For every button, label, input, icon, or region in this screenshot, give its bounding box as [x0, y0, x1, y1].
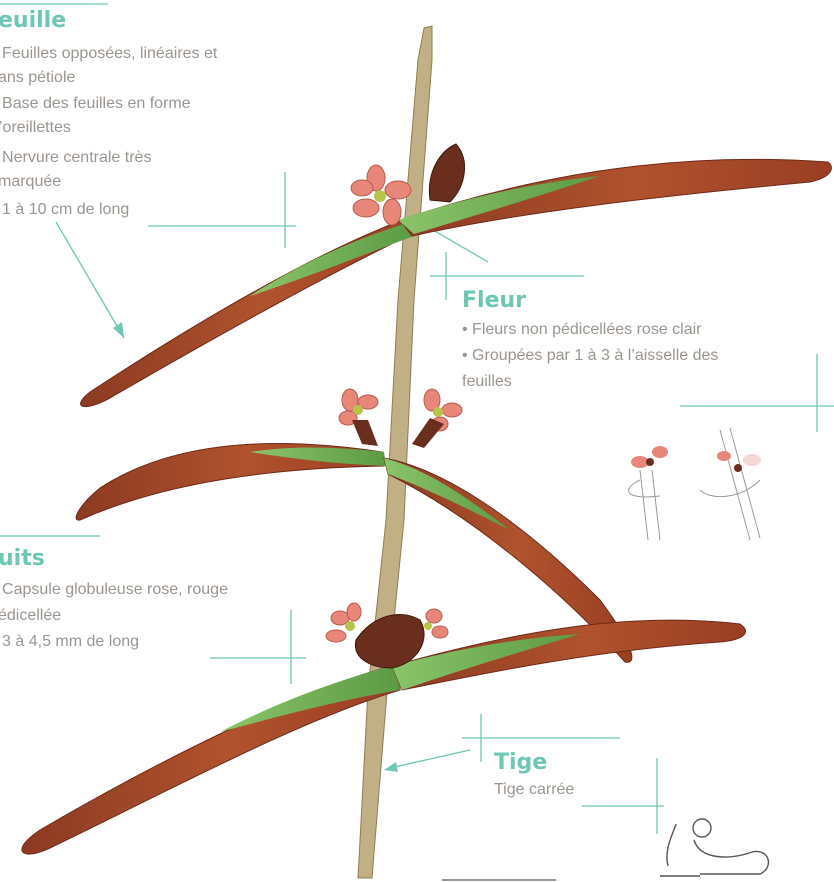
feuille-line: d’oreillettes — [0, 116, 71, 140]
logo-figure-icon — [660, 819, 768, 876]
flower-middle-left — [339, 389, 378, 446]
flower-upper — [351, 165, 411, 225]
feuille-line: ans pétiole — [0, 66, 75, 90]
flower-middle-right — [412, 389, 462, 448]
flower-lower-right — [424, 609, 448, 638]
feuille-line: • Base des feuilles en forme — [0, 92, 191, 116]
tige-title: Tige — [494, 752, 547, 774]
feuille-line: • Nervure centrale très — [0, 146, 151, 170]
feuille-line: • 1 à 10 cm de long — [0, 198, 129, 222]
tige-line: Tige carrée — [494, 778, 574, 802]
fleur-title: Fleur — [462, 290, 526, 312]
side-sketches — [629, 428, 760, 540]
fruits-line: • 3 à 4,5 mm de long — [0, 630, 139, 654]
capsule-upper — [429, 144, 464, 202]
feuille-line: • Feuilles opposées, linéaires et — [0, 42, 217, 66]
fruits-line: • Capsule globuleuse rose, rouge — [0, 578, 228, 602]
fleur-line: feuilles — [462, 370, 512, 394]
leaf-upper-left-base — [250, 222, 414, 296]
side-sketch-flowers — [631, 446, 761, 472]
fruits-title: uits — [0, 548, 45, 570]
flower-lower-left — [326, 603, 361, 642]
fleur-line: • Fleurs non pédicellées rose clair — [462, 318, 702, 342]
fruits-line: édicellée — [0, 604, 61, 628]
feuille-title: euille — [0, 10, 66, 32]
feuille-line: marquée — [0, 170, 61, 194]
fleur-line: • Groupées par 1 à 3 à l’aisselle des — [462, 344, 718, 368]
